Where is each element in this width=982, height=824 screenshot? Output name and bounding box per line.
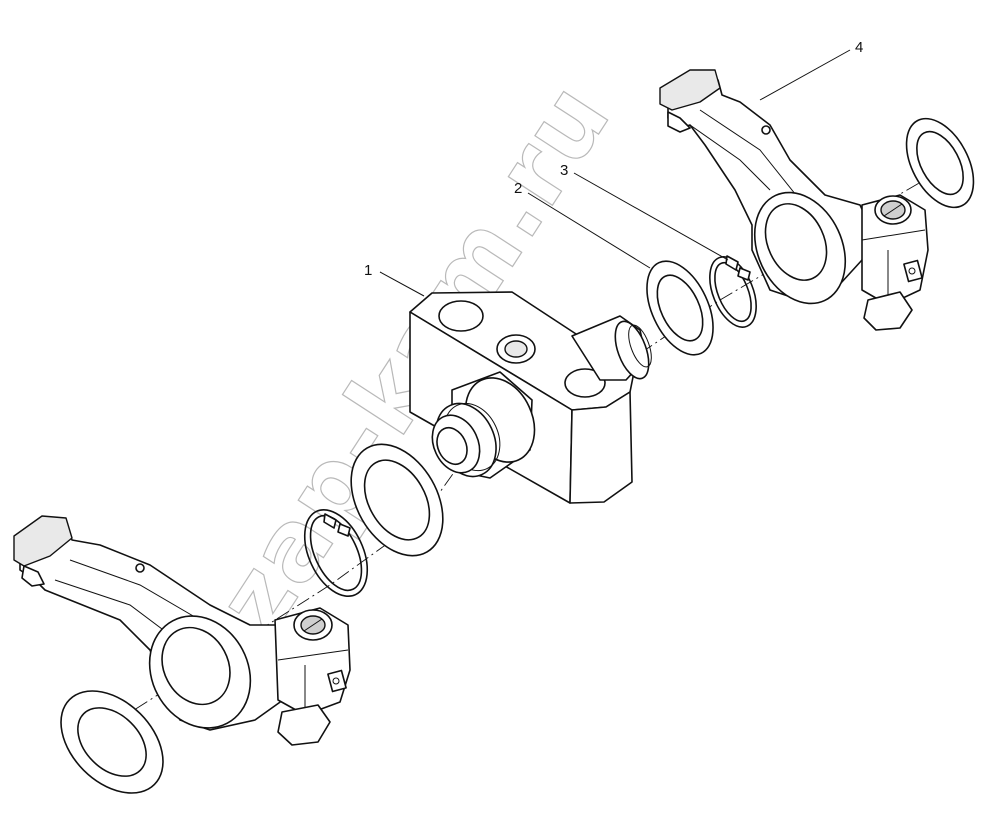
- washer-far-lower-left: [60, 690, 164, 794]
- washer-upper: [646, 260, 714, 356]
- callout-3: 3: [560, 162, 729, 261]
- rocker-arm-upper-right: [659, 69, 975, 331]
- callout-label: 2: [514, 180, 522, 197]
- snap-ring-upper: [709, 255, 757, 328]
- callout-label: 1: [364, 262, 372, 279]
- callout-2: 2: [514, 180, 651, 269]
- rocker-arm-lower-left: [13, 515, 351, 746]
- callout-4: 4: [759, 39, 863, 101]
- snap-ring-lower: [303, 508, 369, 598]
- rocker-shaft-support: [409, 291, 652, 504]
- washer-lower: [350, 443, 444, 557]
- callout-1: 1: [364, 262, 425, 297]
- callout-label: 3: [560, 162, 568, 179]
- callout-label: 4: [855, 39, 863, 56]
